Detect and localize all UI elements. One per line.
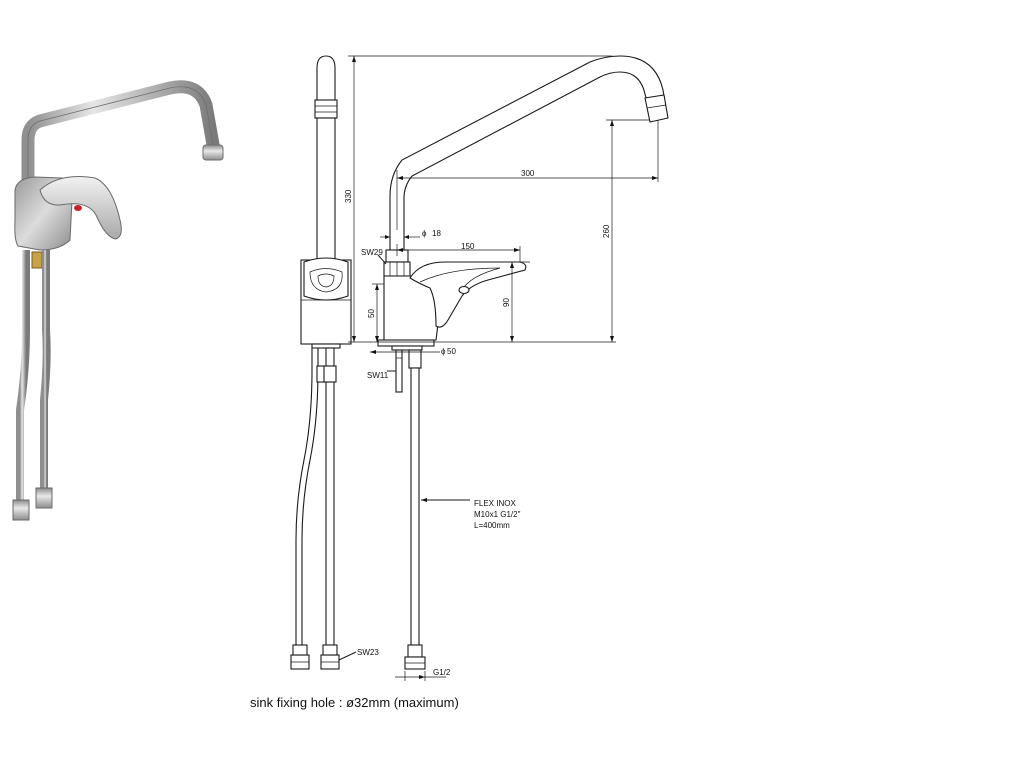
dim-260: 260 (602, 224, 611, 238)
render-hose-nut-1 (12, 499, 30, 521)
render-lever (39, 176, 122, 240)
render-aerator (202, 144, 224, 161)
dim-50: 50 (367, 309, 376, 318)
faucet-side-view: SW23 (290, 55, 379, 670)
faucet-front-view: 330 300 260 ϕ 18 150 90 (344, 55, 669, 681)
render-hose-nut-2 (35, 487, 53, 509)
dim-phi18-symbol: ϕ (422, 229, 427, 238)
dim-150: 150 (461, 242, 475, 251)
hose-note-line2: M10x1 G1/2" (474, 510, 521, 519)
render-hot-indicator (74, 205, 82, 211)
render-brass-stud (31, 251, 43, 269)
faucet-3d-render (12, 80, 224, 521)
dim-sw29: SW29 (361, 248, 383, 257)
render-hose-2 (40, 250, 51, 490)
hose-note-line1: FLEX INOX (474, 499, 516, 508)
dim-sw11: SW11 (367, 371, 389, 380)
dim-90: 90 (502, 298, 511, 307)
dim-phi18: 18 (432, 229, 441, 238)
dim-phi50: 50 (447, 347, 456, 356)
render-hose-1 (16, 250, 30, 500)
dim-300: 300 (521, 169, 535, 178)
dim-g12: G1/2 (433, 668, 451, 677)
sink-hole-note: sink fixing hole : ø32mm (maximum) (250, 695, 459, 710)
dim-phi50-symbol: ϕ (441, 347, 446, 356)
dim-330: 330 (344, 189, 353, 203)
dim-sw23: SW23 (357, 648, 379, 657)
hose-note-line3: L=400mm (474, 521, 510, 530)
